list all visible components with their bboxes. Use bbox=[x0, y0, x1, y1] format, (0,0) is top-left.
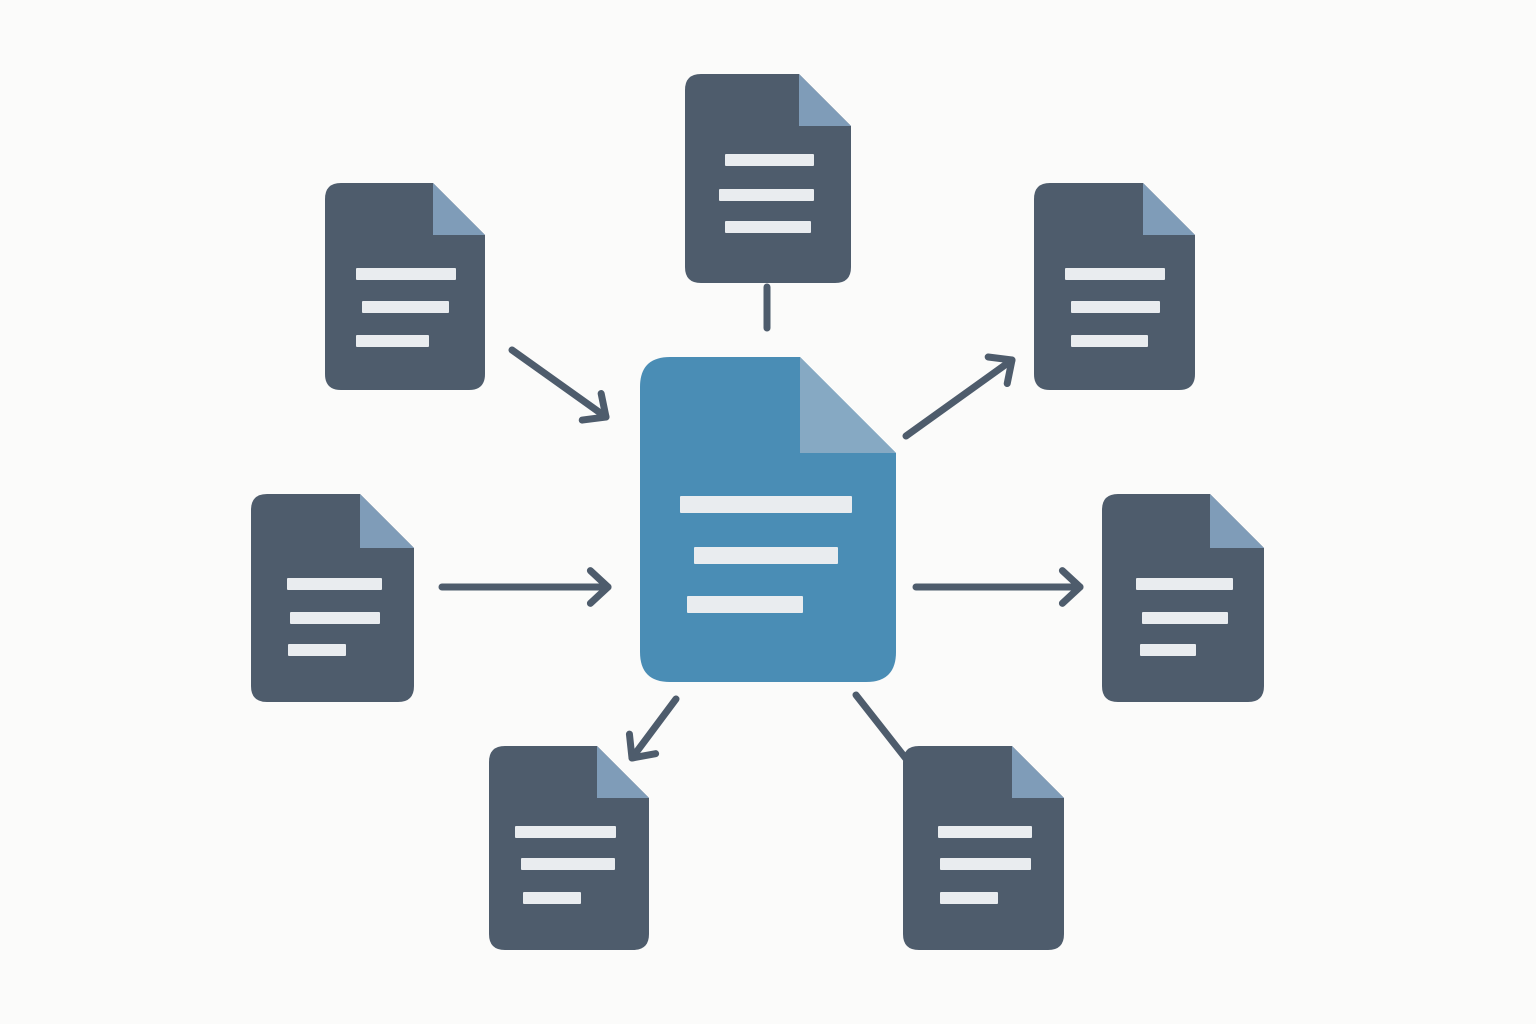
doc-lower-right-text-line-1 bbox=[938, 826, 1032, 838]
doc-top-text-line-2 bbox=[719, 189, 814, 201]
doc-top-text-line-3 bbox=[725, 221, 811, 233]
doc-lower-left-text-line-2 bbox=[521, 858, 615, 870]
doc-left-fold bbox=[360, 494, 414, 548]
doc-lower-left-fold bbox=[597, 746, 649, 798]
doc-top bbox=[685, 74, 851, 283]
doc-left-text-line-1 bbox=[287, 578, 382, 590]
doc-upper-right-fold bbox=[1143, 183, 1195, 235]
central-document-text-line-3 bbox=[687, 596, 803, 613]
connector-line bbox=[902, 356, 1016, 440]
doc-upper-left-text-line-2 bbox=[362, 301, 449, 313]
doc-right-text-line-1 bbox=[1136, 578, 1233, 590]
doc-upper-right bbox=[1034, 183, 1195, 390]
doc-lower-right-fold bbox=[1012, 746, 1064, 798]
doc-lower-left-text-line-1 bbox=[515, 826, 616, 838]
doc-lower-right-text-line-3 bbox=[940, 892, 998, 904]
doc-left-text-line-2 bbox=[290, 612, 380, 624]
doc-top-fold bbox=[799, 74, 851, 126]
doc-upper-right-text-line-3 bbox=[1071, 335, 1148, 347]
central-document-text-line-1 bbox=[680, 496, 852, 513]
connector-line bbox=[508, 346, 610, 421]
arrowhead bbox=[578, 389, 610, 424]
connector-doc-upper-left bbox=[508, 346, 610, 424]
doc-upper-left-text-line-3 bbox=[356, 335, 429, 347]
connector-doc-upper-right bbox=[902, 353, 1016, 440]
connector-doc-lower-left bbox=[625, 695, 680, 762]
doc-lower-left bbox=[489, 746, 649, 950]
doc-upper-left bbox=[325, 183, 485, 390]
connector-doc-lower-right bbox=[852, 691, 911, 764]
doc-right-text-line-3 bbox=[1140, 644, 1196, 656]
central-document-body bbox=[640, 357, 896, 682]
doc-left bbox=[251, 494, 414, 702]
doc-right bbox=[1102, 494, 1264, 702]
doc-top-text-line-1 bbox=[725, 154, 814, 166]
documents bbox=[251, 74, 1264, 950]
connector-line bbox=[628, 695, 680, 762]
connector-doc-left bbox=[438, 567, 612, 607]
central-document bbox=[640, 357, 896, 682]
doc-right-fold bbox=[1210, 494, 1264, 548]
doc-upper-right-text-line-1 bbox=[1065, 268, 1165, 280]
arrowhead bbox=[586, 567, 612, 607]
doc-lower-right-text-line-2 bbox=[940, 858, 1031, 870]
doc-lower-left-text-line-3 bbox=[523, 892, 581, 904]
central-document-text-line-2 bbox=[694, 547, 838, 564]
connector-doc-right bbox=[912, 567, 1084, 607]
arrowhead bbox=[1058, 567, 1084, 607]
connector-line bbox=[852, 691, 911, 764]
doc-upper-left-fold bbox=[433, 183, 485, 235]
doc-upper-right-text-line-2 bbox=[1071, 301, 1160, 313]
connectors bbox=[438, 283, 1084, 764]
doc-right-text-line-2 bbox=[1142, 612, 1228, 624]
arrowhead bbox=[625, 730, 660, 762]
doc-upper-left-text-line-1 bbox=[356, 268, 456, 280]
arrowhead bbox=[984, 353, 1016, 388]
doc-lower-right bbox=[903, 746, 1064, 950]
central-document-fold bbox=[800, 357, 896, 453]
doc-left-text-line-3 bbox=[288, 644, 346, 656]
